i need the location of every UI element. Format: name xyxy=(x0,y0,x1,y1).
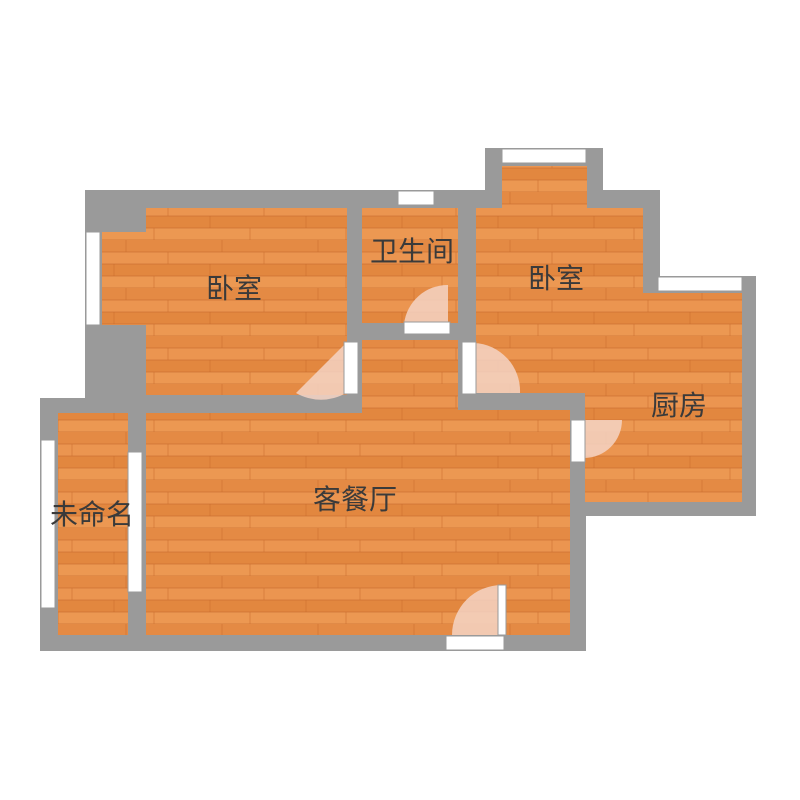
door-swing-bathroom xyxy=(404,284,448,324)
door-swing-bedroom-left xyxy=(296,343,346,400)
door-swing-kitchen xyxy=(584,420,622,458)
window-bedroom-left xyxy=(85,231,101,326)
label-bathroom: 卫生间 xyxy=(370,235,454,268)
door-leaf-bedroom-left xyxy=(343,341,359,395)
windows xyxy=(40,148,743,651)
window-bathroom xyxy=(397,190,435,206)
floor-kitchen xyxy=(585,293,742,502)
door-leaf-entrance xyxy=(497,584,507,636)
label-unnamed: 未命名 xyxy=(50,498,134,531)
floor-unnamed xyxy=(58,413,128,635)
window-bedroom-right xyxy=(501,148,587,164)
door-leaf-bathroom xyxy=(403,321,451,335)
door-swing-bedroom-right xyxy=(474,343,521,393)
door-leaf-unnamed xyxy=(127,451,143,593)
label-living-dining: 客餐厅 xyxy=(313,483,397,516)
window-kitchen xyxy=(657,276,743,292)
door-frame-entrance xyxy=(445,635,505,651)
floor-bedroom-left xyxy=(102,208,347,395)
label-bedroom-left: 卧室 xyxy=(206,272,262,305)
label-kitchen: 厨房 xyxy=(651,389,707,422)
door-leaf-bedroom-right xyxy=(461,341,477,395)
label-bedroom-right: 卧室 xyxy=(528,262,584,295)
window-unnamed xyxy=(40,439,56,609)
room-labels: 卧室 卫生间 卧室 厨房 客餐厅 未命名 xyxy=(50,235,707,531)
door-leaf-kitchen xyxy=(570,419,586,463)
floors xyxy=(58,166,742,635)
door-swing-entrance xyxy=(452,585,502,635)
floor-living xyxy=(146,340,570,635)
doors xyxy=(127,284,622,636)
